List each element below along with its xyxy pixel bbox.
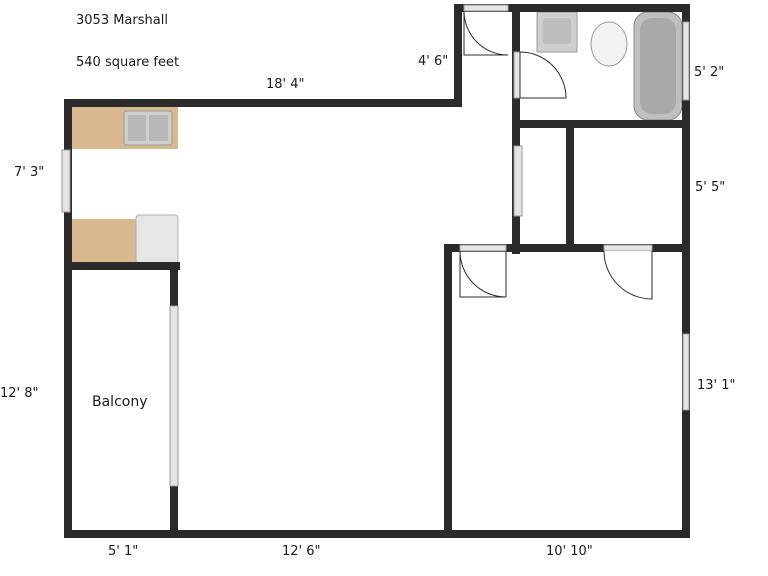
windows [61,21,690,487]
window-kitchen [61,149,71,213]
bathroom-sink-basin [543,18,571,44]
dimension-left-kitchen: 7' 3" [14,165,44,180]
toilet [590,21,628,67]
exterior-walls [64,4,690,538]
dimension-top-main: 18' 4" [266,77,305,92]
kitchen-sink-basin [128,115,146,141]
window-balcony-slider [169,305,179,487]
bathtub-basin [640,18,676,114]
address-label: 3053 Marshall [76,13,168,28]
dimension-top-entry: 4' 6" [418,54,448,69]
dimension-right-closet: 5' 5" [695,180,725,195]
dimension-bottom-living: 12' 6" [282,544,321,559]
floor-area [64,4,688,536]
kitchen-sink-basin-2 [149,115,168,141]
dimension-right-bath: 5' 2" [694,65,724,80]
doors [459,4,653,300]
dimension-bottom-balcony: 5' 1" [108,544,138,559]
dimension-bottom-bedroom: 10' 10" [546,544,593,559]
kitchen-counter-bottom [70,219,140,263]
dimension-right-bedroom: 13' 1" [697,378,736,393]
square-footage-label: 540 square feet [76,55,179,70]
window-bath [682,21,690,101]
room-label-balcony: Balcony [92,394,148,410]
window-bedroom [682,333,690,411]
dimension-left-balcony: 12' 8" [0,386,39,401]
refrigerator [135,214,179,264]
